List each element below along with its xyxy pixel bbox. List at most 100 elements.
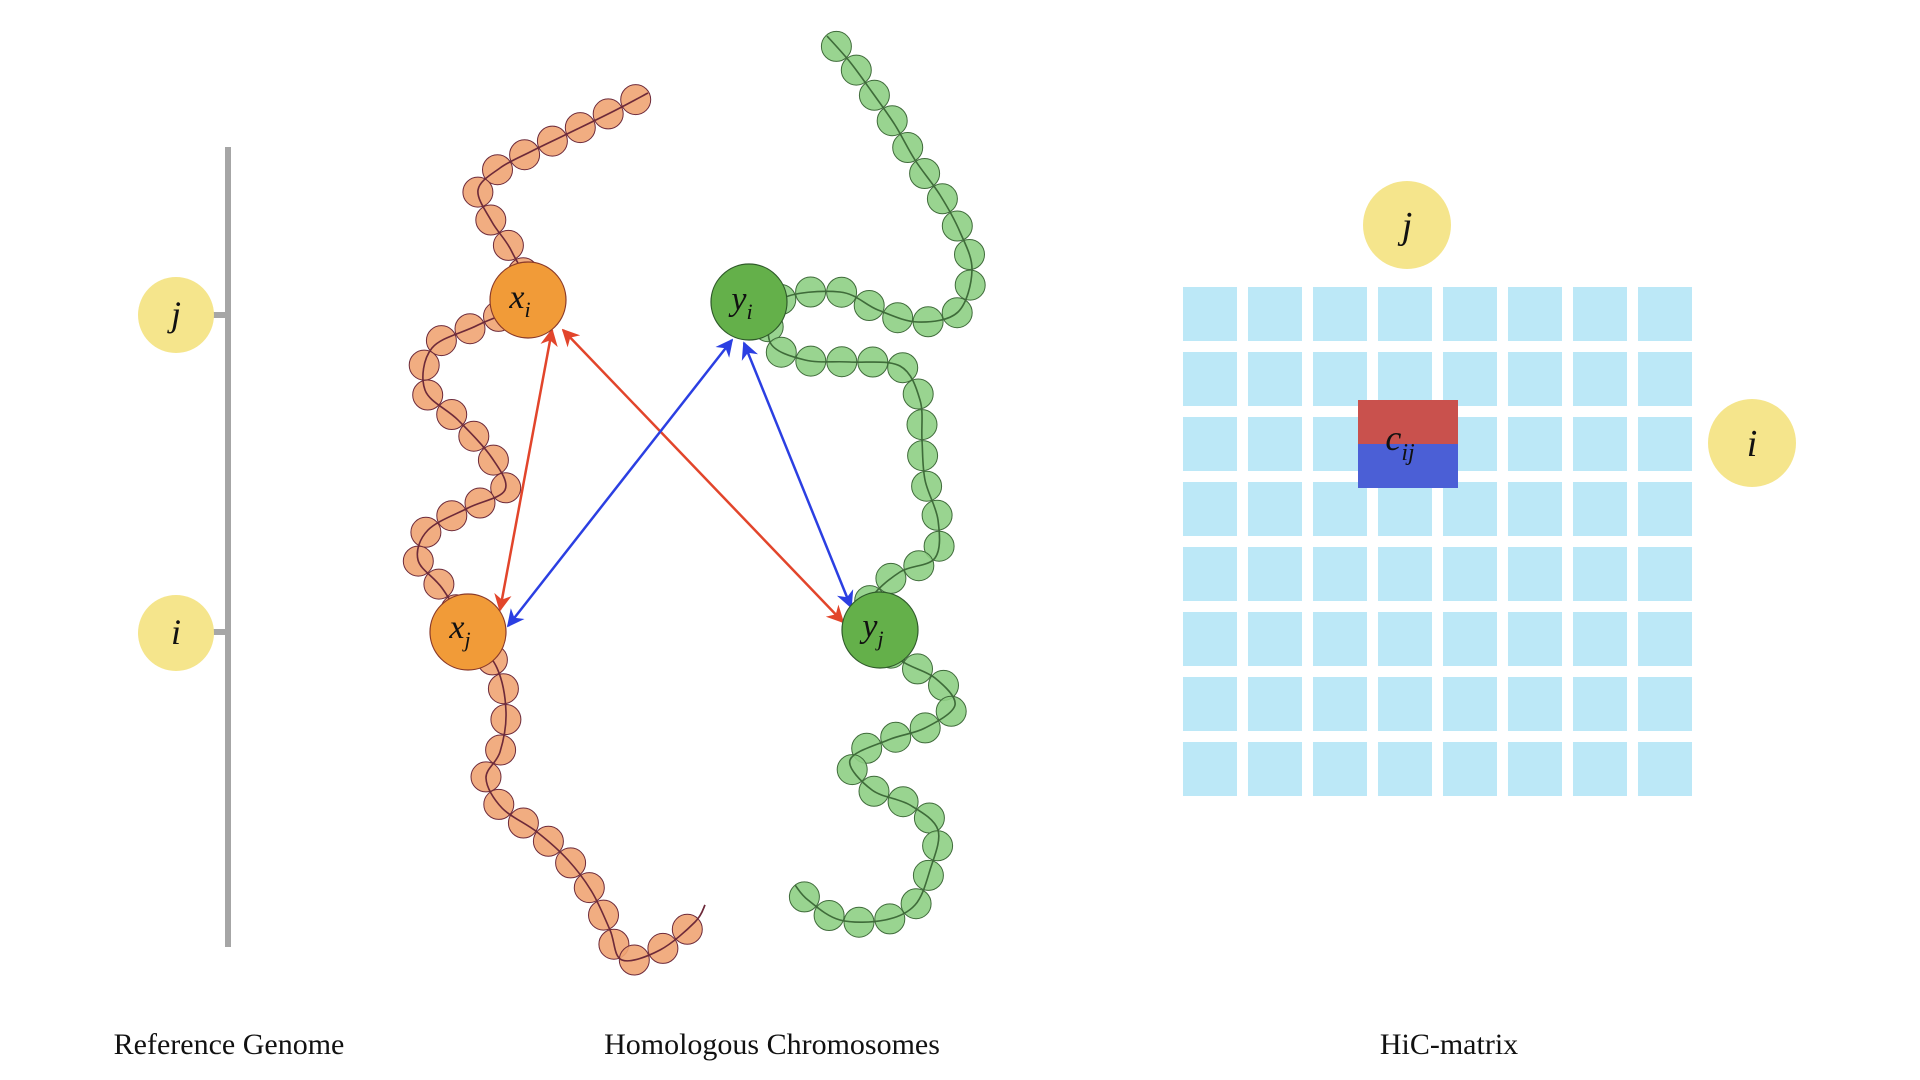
matrix-cell [1183, 287, 1237, 341]
locus-y-i: yi [710, 263, 788, 341]
matrix-cell [1313, 742, 1367, 796]
matrix-cell [1248, 352, 1302, 406]
matrix-cell [1313, 677, 1367, 731]
highlight-cell-top [1358, 400, 1458, 444]
matrix-cell [1183, 612, 1237, 666]
reference-marker-j-label: j [167, 294, 181, 334]
locus-y-i-letter: y [728, 281, 747, 318]
svg-text:yj: yj [859, 608, 883, 651]
matrix-cell [1378, 742, 1432, 796]
matrix-cell [1248, 482, 1302, 536]
locus-x-j-letter: x [448, 609, 464, 646]
locus-x-i-sub: i [524, 297, 530, 322]
interaction-arrows [494, 328, 854, 628]
matrix-cell [1573, 287, 1627, 341]
chromosome-y [752, 30, 986, 938]
matrix-cell [1183, 742, 1237, 796]
matrix-cell [1508, 742, 1562, 796]
matrix-cell [1378, 287, 1432, 341]
arrow-yi-xj [506, 338, 734, 628]
matrix-cell [1183, 677, 1237, 731]
matrix-cell [1248, 612, 1302, 666]
matrix-row-label: i [1747, 423, 1758, 465]
cell-letter: c [1385, 418, 1401, 458]
arrow-yi-yj [741, 341, 854, 609]
matrix-cell [1573, 612, 1627, 666]
matrix-cell [1313, 287, 1367, 341]
locus-y-j-letter: y [859, 608, 878, 645]
svg-text:xj: xj [448, 609, 470, 652]
matrix-cell [1443, 547, 1497, 601]
matrix-cell [1573, 742, 1627, 796]
matrix-cell [1508, 352, 1562, 406]
matrix-cell [1508, 547, 1562, 601]
chromosome-x [402, 84, 706, 976]
matrix-cell [1638, 352, 1692, 406]
matrix-cell [1378, 677, 1432, 731]
chromosome-x-backbone [416, 92, 706, 962]
matrix-cell [1378, 547, 1432, 601]
matrix-cells [1183, 287, 1692, 796]
matrix-cell [1378, 482, 1432, 536]
matrix-cell [1183, 352, 1237, 406]
svg-text:yi: yi [728, 281, 752, 324]
locus-x-i-letter: x [508, 279, 524, 316]
matrix-cell [1638, 547, 1692, 601]
reference-marker-i-label: i [171, 612, 181, 652]
matrix-cell [1508, 482, 1562, 536]
matrix-cell [1573, 482, 1627, 536]
matrix-cell [1443, 482, 1497, 536]
matrix-cell [1313, 547, 1367, 601]
matrix-cell [1508, 677, 1562, 731]
matrix-cell [1183, 417, 1237, 471]
matrix-cell [1443, 352, 1497, 406]
locus-x-i: xi [489, 261, 567, 339]
matrix-cell [1443, 742, 1497, 796]
matrix-cell [1573, 677, 1627, 731]
matrix-cell [1443, 612, 1497, 666]
matrix-row-marker [1708, 399, 1796, 487]
matrix-highlight-cell: cij [1358, 400, 1458, 488]
matrix-cell [1183, 482, 1237, 536]
matrix-cell [1313, 352, 1367, 406]
matrix-cell [1248, 287, 1302, 341]
matrix-cell [1573, 352, 1627, 406]
matrix-cell [1378, 352, 1432, 406]
matrix-cell [1638, 482, 1692, 536]
matrix-cell [1248, 417, 1302, 471]
arrow-xi-yj [561, 328, 845, 624]
caption-homologous-chromosomes: Homologous Chromosomes [604, 1028, 940, 1061]
matrix-cell [1183, 547, 1237, 601]
matrix-cell [1443, 677, 1497, 731]
cell-sub: ij [1401, 440, 1415, 466]
matrix-cell [1248, 742, 1302, 796]
locus-y-j-sub: j [874, 626, 883, 651]
matrix-cell [1248, 547, 1302, 601]
chromosome-y-backbone [767, 35, 973, 923]
svg-text:cij: cij [1385, 418, 1415, 466]
matrix-cell [1638, 677, 1692, 731]
matrix-cell [1443, 287, 1497, 341]
matrix-cell [1638, 287, 1692, 341]
svg-text:xi: xi [508, 279, 530, 322]
matrix-cell [1638, 612, 1692, 666]
matrix-cell [1573, 547, 1627, 601]
arrow-xi-xj [494, 328, 558, 612]
matrix-cell [1248, 677, 1302, 731]
matrix-cell [1638, 742, 1692, 796]
matrix-cell [1508, 612, 1562, 666]
matrix-column-marker [1363, 181, 1451, 269]
locus-y-j: yj [841, 591, 919, 669]
matrix-cell [1573, 417, 1627, 471]
matrix-cell [1378, 612, 1432, 666]
highlight-cell-bottom [1358, 444, 1458, 488]
matrix-cell [1313, 612, 1367, 666]
caption-hic-matrix: HiC-matrix [1380, 1028, 1518, 1061]
matrix-cell [1508, 417, 1562, 471]
reference-genome: j i [138, 147, 231, 947]
matrix-cell [1638, 417, 1692, 471]
locus-x-j-sub: j [461, 627, 470, 652]
reference-marker-j [138, 277, 214, 353]
hic-matrix: j i cij [1183, 181, 1796, 796]
